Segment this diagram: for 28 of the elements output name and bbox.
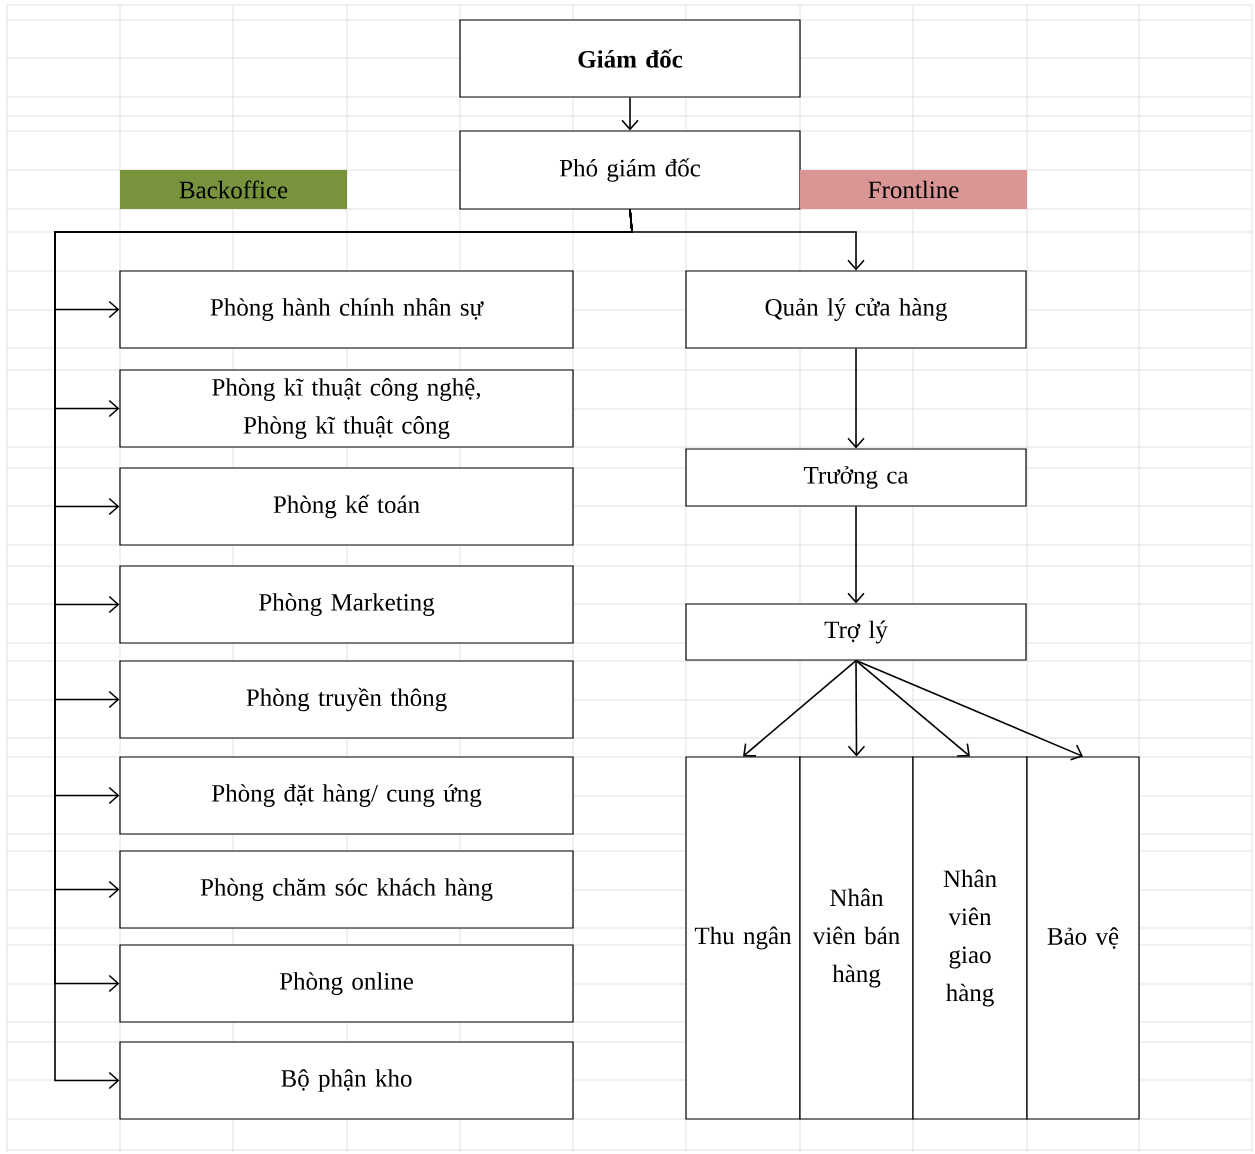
process-box: Trưởng ca xyxy=(685,448,1027,507)
process-box: Phó giám đốc xyxy=(459,130,801,210)
process-box: Phòng truyền thông xyxy=(119,660,574,739)
section-band: Backoffice xyxy=(120,170,347,209)
process-box: Phòng hành chính nhân sự xyxy=(119,270,574,349)
process-box: Phòng chăm sóc khách hàng xyxy=(119,850,574,929)
arrow xyxy=(855,659,1084,761)
arrow xyxy=(743,659,857,757)
process-box: Bộ phận kho xyxy=(119,1041,574,1120)
arrow xyxy=(629,208,865,271)
arrow xyxy=(847,659,866,757)
process-box: Nhân viên giao hàng xyxy=(912,756,1028,1120)
process-box: Nhân viên bán hàng xyxy=(799,756,914,1120)
arrow xyxy=(855,659,970,757)
process-box: Phòng kĩ thuật công nghệ, Phòng kĩ thuật công xyxy=(119,369,574,448)
process-box: Phòng kế toán xyxy=(119,467,574,546)
process-box: Trợ lý xyxy=(685,603,1027,661)
section-band: Frontline xyxy=(800,170,1027,209)
arrow xyxy=(847,505,865,604)
arrow xyxy=(847,347,865,449)
process-box: Giám đốc xyxy=(459,19,801,98)
process-box: Phòng đặt hàng/ cung ứng xyxy=(119,756,574,835)
arrow xyxy=(621,96,639,131)
process-box: Bảo vệ xyxy=(1026,756,1140,1120)
process-box: Thu ngân xyxy=(685,756,801,1120)
process-box: Phòng online xyxy=(119,944,574,1023)
process-box: Quản lý cửa hàng xyxy=(685,270,1027,349)
process-box: Phòng Marketing xyxy=(119,565,574,644)
